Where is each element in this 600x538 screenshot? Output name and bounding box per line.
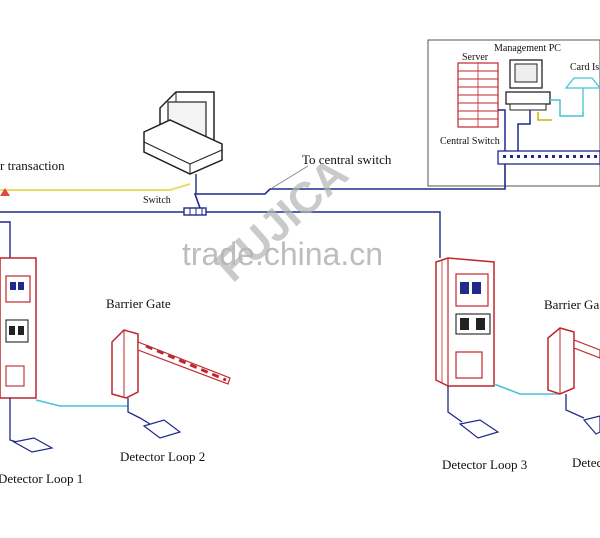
card-issuer-label: Card Is	[570, 62, 600, 73]
left-to-barrier-wire	[35, 399, 128, 407]
detector-loop-3-pad	[458, 419, 500, 439]
barrier-1-loop-wire	[127, 398, 151, 425]
barrier-gate-2	[547, 327, 600, 395]
central-switch-device	[497, 150, 600, 165]
management-pc-icon	[505, 59, 551, 111]
server-label: Server	[462, 52, 489, 63]
transaction-label: r transaction	[0, 158, 65, 173]
left-station-feed	[0, 221, 11, 258]
detector-loop-2-pad	[142, 419, 182, 439]
site-watermark: trade.china.cn	[182, 236, 384, 272]
barrier-gate-1	[111, 329, 231, 399]
detector-loop-3-label: Detector Loop 3	[442, 457, 528, 472]
switch-label: Switch	[143, 195, 171, 206]
to-central-switch-label: To central switch	[302, 152, 392, 167]
detector-loop-4-label: Detec	[572, 455, 600, 470]
barrier-gate-2-label: Barrier Ga	[544, 297, 600, 312]
backbone-line	[0, 164, 506, 213]
workstation-pc-icon	[143, 91, 223, 194]
alert-triangle-icon	[0, 188, 10, 196]
right-station-loop-wire	[447, 386, 463, 423]
barrier-gate-1-label: Barrier Gate	[106, 296, 171, 311]
management-pc-label: Management PC	[494, 43, 561, 54]
left-pay-station	[0, 257, 37, 399]
detector-loop-2-label: Detector Loop 2	[120, 449, 206, 464]
detector-loop-1-pad	[12, 437, 54, 453]
detector-loop-4-pad	[582, 415, 600, 435]
management-room-wiring	[498, 99, 584, 151]
right-station-feed	[205, 211, 441, 258]
server-rack	[457, 62, 499, 128]
detector-loop-1-label: Detector Loop 1	[0, 471, 84, 486]
management-room-box	[427, 39, 600, 187]
network-switch-icon	[183, 207, 207, 216]
right-pay-station	[435, 257, 495, 387]
central-switch-pointer	[271, 165, 309, 189]
transaction-line	[0, 183, 191, 191]
barrier-2-loop-wire	[565, 394, 585, 419]
central-switch-label: Central Switch	[440, 136, 500, 147]
right-to-barrier-wire	[493, 383, 560, 395]
card-issuer-icon	[564, 77, 600, 112]
